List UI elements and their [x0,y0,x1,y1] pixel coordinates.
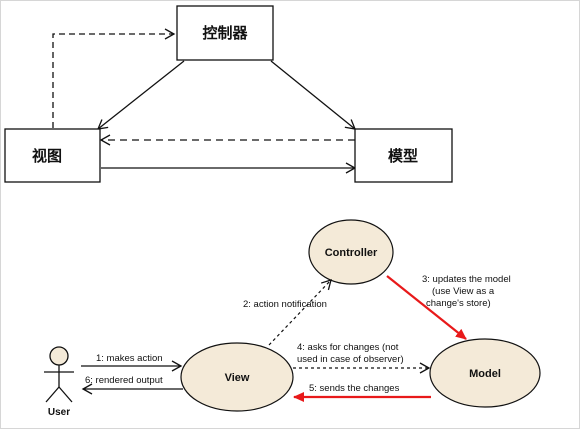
controller-oval-label: Controller [325,247,378,259]
view-to-controller-dashed-arrow [52,28,176,128]
msg-rendered-output: 6: rendered output [85,375,163,386]
view-oval-label: View [225,372,250,384]
msg-sends-changes: 5: sends the changes [309,383,400,394]
msg-updates-model-line2: (use View as a [432,286,495,297]
controller-box [176,5,274,61]
model-box [354,128,453,183]
msg-action-notification: 2: action notification [243,299,327,310]
msg-makes-action: 1: makes action [96,353,163,364]
controller-oval [308,219,394,285]
model-oval-label: Model [469,368,501,380]
view-box [4,128,101,183]
user-label: User [48,407,70,418]
msg-updates-model-line1: 3: updates the model [422,274,511,285]
controller-to-view-arrow [96,60,185,130]
model-box-label: 模型 [388,147,418,165]
user-actor-icon [44,346,74,403]
msg-updates-model-line3: change's store) [426,298,491,309]
controller-to-model-arrow [270,60,357,130]
view-box-label: 视图 [32,147,62,165]
msg-asks-changes-line2: used in case of observer) [297,354,404,365]
controller-to-model-red-arrow [386,275,467,340]
controller-box-label: 控制器 [202,24,248,42]
bottom-mvc-sequence-diagram: User Controller View Model 1: makes acti… [44,219,541,418]
view-to-controller-dashed-arrow [268,279,332,346]
view-oval [180,342,294,412]
msg-asks-changes-line1: 4: asks for changes (not [297,342,399,353]
top-mvc-diagram: 控制器 视图 模型 [4,5,453,183]
